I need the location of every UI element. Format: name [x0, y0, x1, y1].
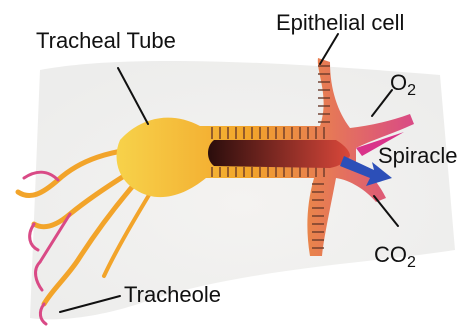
- label-co2-main: CO: [374, 242, 407, 267]
- label-co2-subscript: 2: [407, 254, 416, 271]
- tracheal-lumen: [208, 140, 350, 168]
- label-co2: CO2: [374, 244, 416, 266]
- label-tracheole: Tracheole: [124, 284, 221, 306]
- paper-background: [30, 61, 455, 319]
- label-tracheal-tube: Tracheal Tube: [36, 30, 176, 52]
- label-oxygen: O2: [390, 72, 416, 94]
- label-oxygen-subscript: 2: [407, 82, 416, 99]
- label-epithelial-cell: Epithelial cell: [276, 12, 404, 34]
- label-oxygen-main: O: [390, 70, 407, 95]
- label-spiracle: Spiracle: [378, 145, 457, 167]
